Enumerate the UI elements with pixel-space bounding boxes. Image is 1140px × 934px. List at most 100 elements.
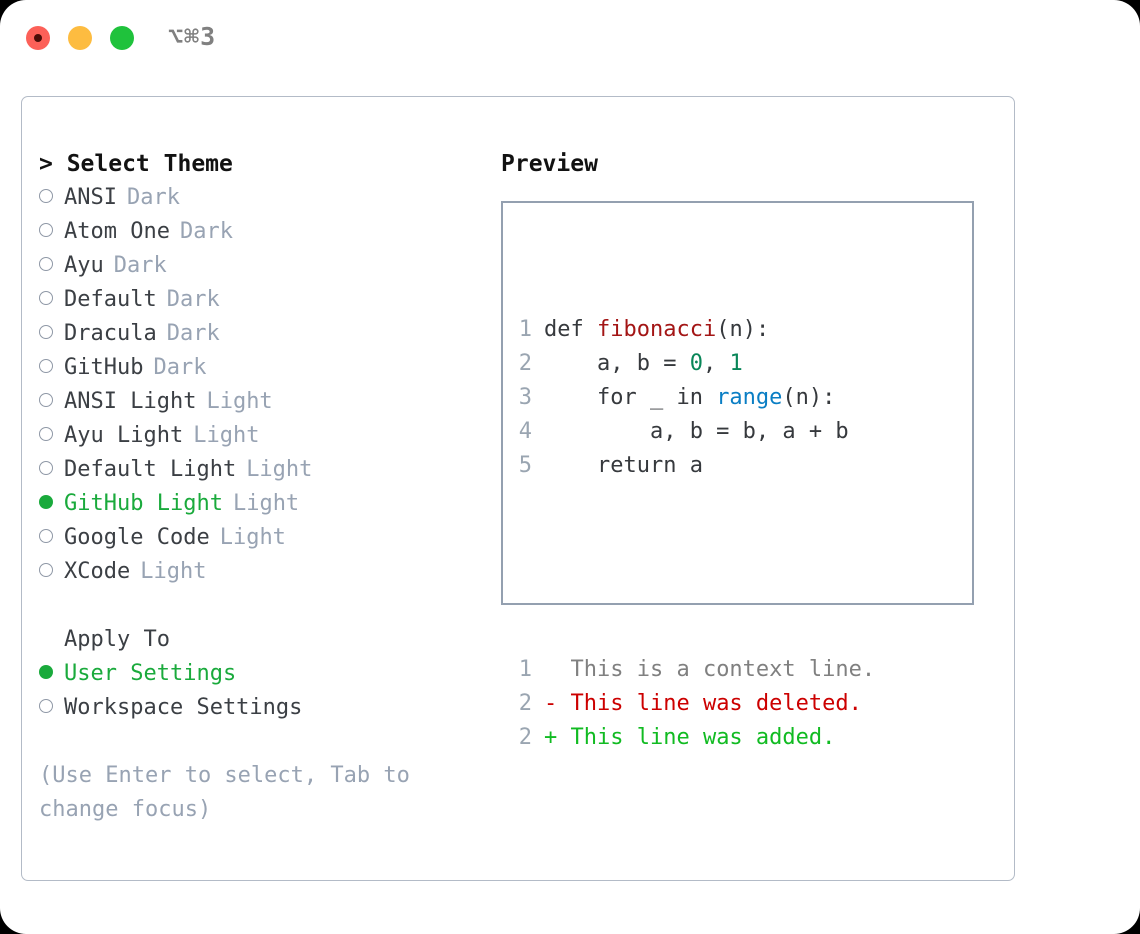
radio-unselected-icon (39, 291, 53, 305)
diff-marker: + (544, 725, 558, 750)
diff-line-context: 1 This is a context line. (518, 653, 875, 687)
diff-marker (544, 657, 557, 682)
theme-option-label: Default Light (64, 457, 237, 482)
diff-text: This line was added. (557, 725, 836, 750)
close-window-button[interactable] (26, 26, 50, 50)
code-token-plain: (n): (716, 317, 770, 342)
theme-option-xcode[interactable]: XCode Light (39, 555, 469, 589)
theme-option-dracula[interactable]: Dracula Dark (39, 317, 469, 351)
diff-marker: - (544, 691, 558, 716)
diff-text: This is a context line. (557, 657, 876, 682)
radio-unselected-icon (39, 563, 53, 577)
diff-line-deleted: 2- This line was deleted. (518, 687, 875, 721)
code-diff-separator (518, 551, 875, 585)
code-line: 2 a, b = 0, 1 (518, 347, 875, 381)
theme-option-label: ANSI (64, 185, 117, 210)
code-line-number: 2 (518, 351, 532, 376)
code-line-number: 5 (518, 453, 532, 478)
code-line: 1 def fibonacci(n): (518, 313, 875, 347)
theme-option-label: GitHub (64, 355, 144, 380)
code-line-number: 3 (518, 385, 532, 410)
theme-option-ansi[interactable]: ANSI Dark (39, 181, 469, 215)
theme-option-tag: Dark (166, 287, 220, 312)
code-token-fn: fibonacci (596, 317, 717, 342)
theme-option-ayu-light[interactable]: Ayu Light Light (39, 419, 469, 453)
theme-option-atom-one[interactable]: Atom One Dark (39, 215, 469, 249)
code-line: 3 for _ in range(n): (518, 381, 875, 415)
radio-unselected-icon (39, 699, 53, 713)
code-token-call: range (716, 385, 783, 410)
radio-unselected-icon (39, 257, 53, 271)
theme-option-tag: Dark (166, 321, 220, 346)
theme-option-tag: Light (193, 423, 260, 448)
theme-option-tag: Dark (179, 219, 233, 244)
radio-unselected-icon (39, 223, 53, 237)
code-token-num: 0 (689, 351, 703, 376)
code-token-plain: (n): (782, 385, 836, 410)
code-line: 4 a, b = b, a + b (518, 415, 875, 449)
theme-option-ansi-light[interactable]: ANSI Light Light (39, 385, 469, 419)
code-line: 5 return a (518, 449, 875, 483)
apply-to-option-label: User Settings (64, 661, 237, 686)
keyboard-hint-text: (Use Enter to select, Tab to change focu… (39, 763, 410, 822)
apply-to-option-workspace-settings[interactable]: Workspace Settings (39, 691, 469, 725)
theme-option-label: GitHub Light (64, 491, 223, 516)
theme-option-label: Ayu Light (64, 423, 184, 448)
apply-to-option-user-settings[interactable]: User Settings (39, 657, 469, 691)
radio-unselected-icon (39, 189, 53, 203)
theme-option-label: Atom One (64, 219, 170, 244)
traffic-light-group (26, 26, 134, 50)
diff-line-number: 2 (518, 725, 532, 750)
title-bar: ⌥⌘3 (0, 0, 1140, 78)
radio-selected-icon (39, 495, 53, 509)
radio-selected-icon (39, 665, 53, 679)
diff-line-number: 1 (518, 657, 532, 682)
select-theme-header: > Select Theme (39, 151, 233, 177)
theme-option-label: ANSI Light (64, 389, 197, 414)
theme-option-label: Default (64, 287, 157, 312)
theme-option-tag: Dark (153, 355, 207, 380)
radio-unselected-icon (39, 427, 53, 441)
code-token-plain: a, b = (544, 351, 690, 376)
diff-block: 1 This is a context line.2- This line wa… (518, 653, 875, 755)
theme-option-default-light[interactable]: Default Light Light (39, 453, 469, 487)
theme-option-tag: Light (140, 559, 207, 584)
minimize-window-button[interactable] (68, 26, 92, 50)
theme-option-tag: Light (246, 457, 313, 482)
theme-option-default[interactable]: Default Dark (39, 283, 469, 317)
theme-option-github[interactable]: GitHub Dark (39, 351, 469, 385)
code-token-num: 1 (729, 351, 743, 376)
diff-line-number: 2 (518, 691, 532, 716)
theme-option-tag: Light (206, 389, 273, 414)
list-spacer (39, 589, 469, 623)
code-token-plain: def (544, 317, 597, 342)
maximize-window-button[interactable] (110, 26, 134, 50)
diff-line-added: 2 + This line was added. (518, 721, 875, 755)
theme-option-tag: Dark (126, 185, 180, 210)
window-title: ⌥⌘3 (168, 22, 217, 51)
theme-option-label: Ayu (64, 253, 104, 278)
apply-to-option-label: Workspace Settings (64, 695, 303, 720)
theme-option-label: XCode (64, 559, 131, 584)
apply-to-header: Apply To (64, 627, 170, 652)
theme-option-label: Dracula (64, 321, 157, 346)
code-line-number: 4 (518, 419, 532, 444)
theme-option-label: Google Code (64, 525, 210, 550)
diff-text: This line was deleted. (557, 691, 862, 716)
code-token-plain: , (702, 351, 730, 376)
code-token-plain: for _ in (544, 385, 717, 410)
code-line-number: 1 (518, 317, 532, 342)
radio-unselected-icon (39, 359, 53, 373)
code-token-plain: return a (544, 453, 703, 478)
